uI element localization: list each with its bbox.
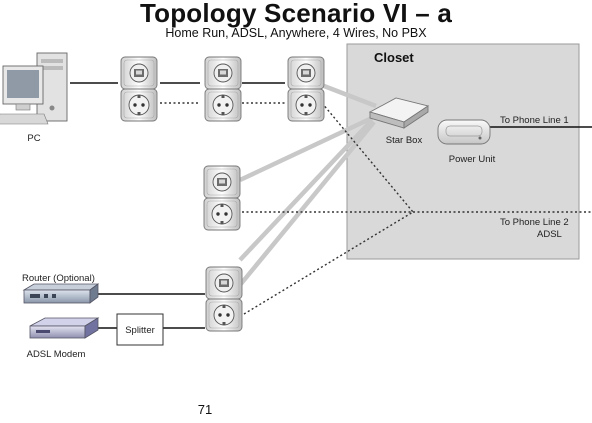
adsl-modem-icon xyxy=(29,317,100,339)
router-label: Router (Optional) xyxy=(22,273,95,284)
wall-outlet-3 xyxy=(287,56,325,122)
adsl-dotted-wires xyxy=(160,102,592,315)
page-number: 71 xyxy=(197,402,213,417)
star-box-label: Star Box xyxy=(386,135,423,146)
phone-line-1-label: To Phone Line 1 xyxy=(500,115,569,126)
splitter-label: Splitter xyxy=(125,325,155,336)
splitter-box xyxy=(116,313,164,346)
wall-outlet-4 xyxy=(203,165,241,231)
phone-line-2-label: To Phone Line 2 xyxy=(500,217,569,228)
diagram-title: Topology Scenario VI – a xyxy=(139,0,453,28)
wall-outlet-5 xyxy=(205,266,243,332)
wall-outlet-2 xyxy=(204,56,242,122)
solid-wires xyxy=(70,82,592,329)
closet-area xyxy=(346,43,580,260)
power-unit-icon xyxy=(437,119,491,145)
pc-icon xyxy=(0,52,68,125)
router-icon xyxy=(22,283,100,304)
power-unit-label: Power Unit xyxy=(449,154,496,165)
diagram-subtitle: Home Run, ADSL, Anywhere, 4 Wires, No PB… xyxy=(165,26,427,40)
adsl-label: ADSL xyxy=(537,229,562,240)
wall-outlet-1 xyxy=(120,56,158,122)
star-box-icon xyxy=(368,97,430,129)
pc-label: PC xyxy=(27,133,40,144)
home-run-wires xyxy=(238,83,377,287)
closet-label: Closet xyxy=(374,50,414,65)
adsl-modem-label: ADSL Modem xyxy=(27,349,86,360)
